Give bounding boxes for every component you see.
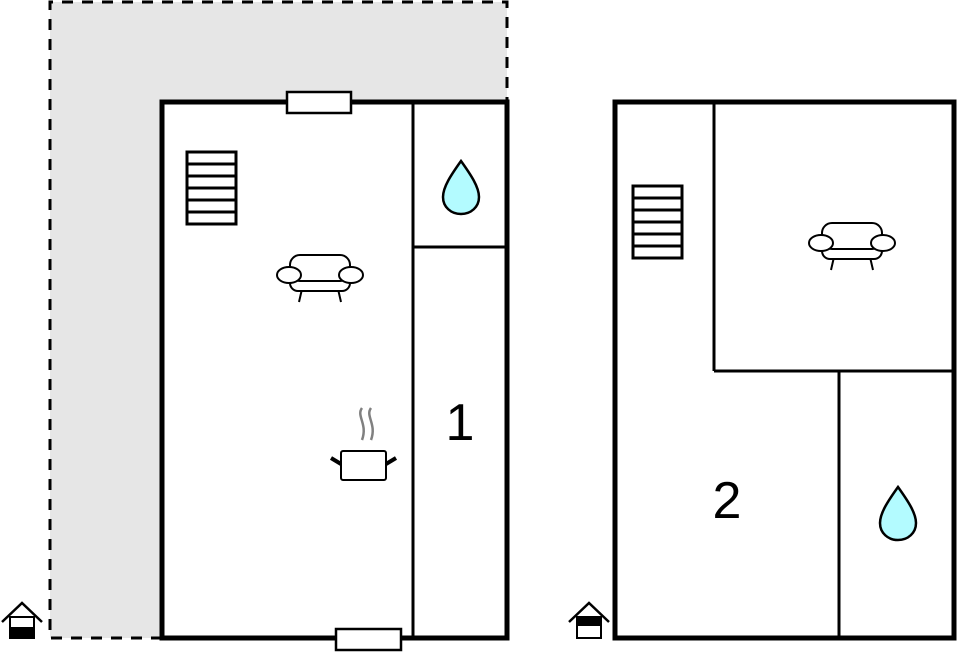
window-top (285, 90, 353, 115)
stairs-icon (185, 150, 238, 226)
terrace-outline (48, 0, 509, 640)
room-label-2: 2 (713, 472, 742, 530)
room-label-1: 1 (446, 394, 475, 452)
ground-floor-icon (1, 601, 43, 639)
floor-2: 2 (568, 99, 957, 641)
upper-floor-icon (568, 601, 610, 639)
kitchen-pot-icon (329, 407, 398, 481)
stairs-icon (631, 184, 684, 260)
terrace-area (50, 2, 507, 638)
window-bottom (334, 627, 403, 652)
exterior-walls (612, 99, 957, 641)
floor-1: 1 (1, 0, 510, 652)
